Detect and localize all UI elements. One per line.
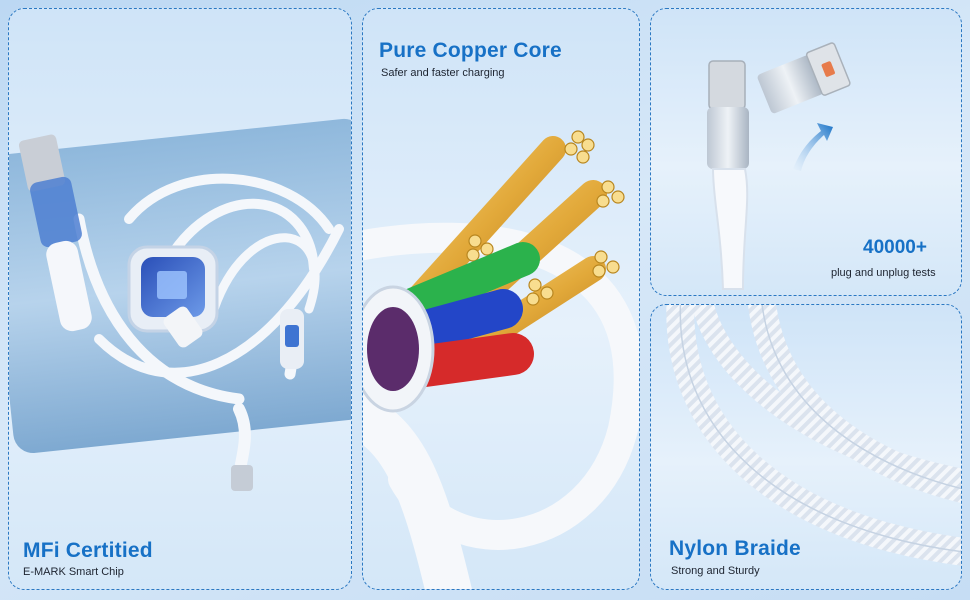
panel-subtitle: Strong and Sturdy bbox=[671, 565, 760, 577]
panel-title: MFi Certitied bbox=[23, 539, 153, 562]
panel-nylon-braide: Nylon Braide Strong and Sturdy bbox=[650, 304, 962, 590]
panel-mfi-certified: MFi Certitied E-MARK Smart Chip bbox=[8, 8, 352, 590]
panel-pure-copper-core: Pure Copper Core Safer and faster chargi… bbox=[362, 8, 640, 590]
plug-test-count: 40000+ bbox=[863, 237, 927, 258]
braided-cable-image bbox=[666, 305, 961, 566]
panel-subtitle: plug and unplug tests bbox=[831, 267, 936, 279]
panel-subtitle: E-MARK Smart Chip bbox=[23, 566, 124, 578]
panel-title: Pure Copper Core bbox=[379, 39, 562, 62]
panel-subtitle: Safer and faster charging bbox=[381, 67, 505, 79]
panel-title: Nylon Braide bbox=[669, 537, 801, 560]
usb-connector-image bbox=[707, 42, 851, 290]
panel-plug-tests: 40000+ plug and unplug tests bbox=[650, 8, 962, 296]
multi-cable-wrapped-image bbox=[9, 118, 351, 491]
copper-core-cable-image bbox=[363, 130, 639, 589]
